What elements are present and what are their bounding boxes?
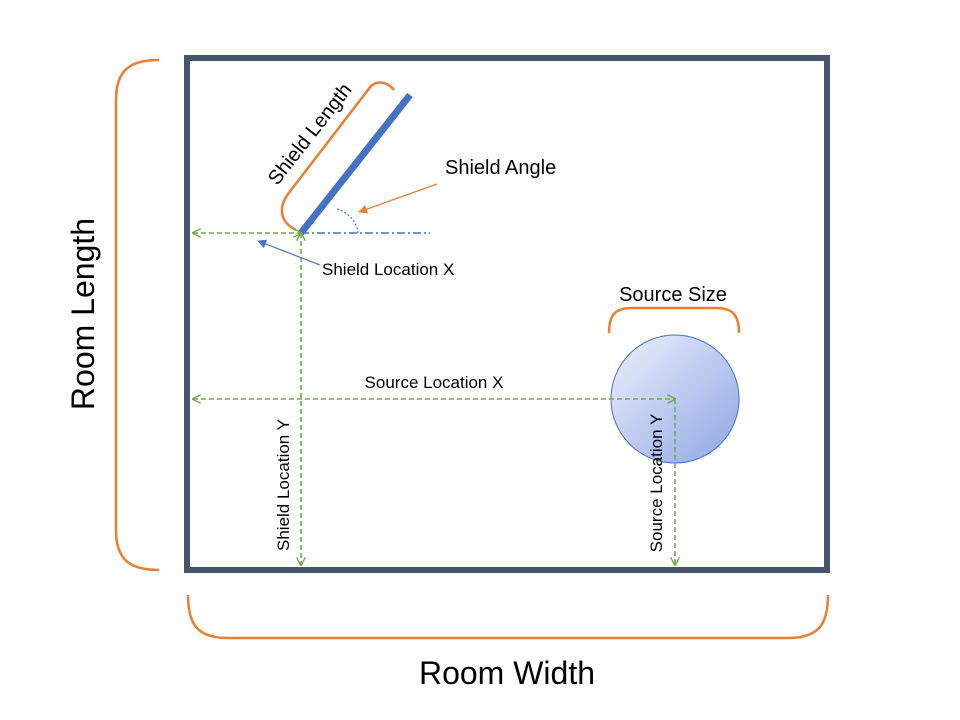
room-length-label: Room Length [65, 218, 101, 410]
shield-length-label: Shield Length [264, 79, 357, 189]
shield-angle-label: Shield Angle [445, 157, 556, 179]
shield-location-y-label: Shield Location Y [274, 419, 293, 551]
shield-length-bracket [280, 81, 395, 232]
room-width-bracket [186, 594, 830, 640]
room-width-label: Room Width [419, 655, 595, 691]
source-location-y-label: Source Location Y [647, 414, 666, 553]
shield-bar [298, 92, 413, 236]
shield-angle-pointer [358, 183, 438, 214]
source-size-bracket [607, 306, 741, 334]
source-location-x-label: Source Location X [365, 373, 504, 392]
shield-location-x-pointer [257, 239, 321, 266]
source-size-label: Source Size [619, 284, 727, 306]
shield-angle-arc [336, 208, 359, 234]
shield-location-x-label: Shield Location X [322, 260, 454, 279]
room-length-bracket [114, 58, 160, 572]
room-boundary [184, 55, 830, 573]
